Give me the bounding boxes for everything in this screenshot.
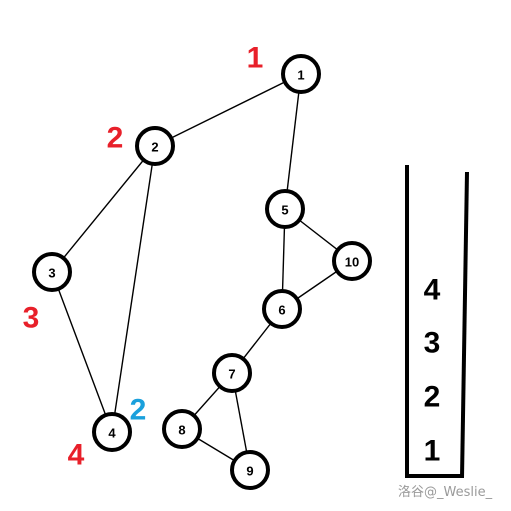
node-9: 9 xyxy=(230,450,270,490)
node-circle xyxy=(281,54,321,94)
node-label: 6 xyxy=(278,303,285,318)
node-circle xyxy=(32,252,72,292)
node-10: 10 xyxy=(332,241,372,281)
stack-item: 1 xyxy=(424,435,441,468)
annotation-label: 2 xyxy=(107,122,124,155)
node-circle xyxy=(262,289,302,329)
node-label: 10 xyxy=(345,255,359,270)
annotation-label: 1 xyxy=(247,42,264,75)
node-label: 3 xyxy=(48,266,55,281)
node-3: 3 xyxy=(32,252,72,292)
node-label: 1 xyxy=(297,68,304,83)
node-4: 4 xyxy=(92,412,132,452)
stack-diagram: 4 3 2 1 xyxy=(405,165,469,479)
node-6: 6 xyxy=(262,289,302,329)
node-2: 2 xyxy=(135,126,175,166)
graph-nodes: 1 2 3 4 5 6 7 8 9 10 xyxy=(32,54,372,490)
node-label: 4 xyxy=(108,426,116,441)
edge-3-4 xyxy=(51,271,113,433)
edge-1-5 xyxy=(284,73,302,210)
stack-right-wall xyxy=(460,171,469,479)
stack-item: 2 xyxy=(424,381,441,414)
annotation-label: 2 xyxy=(130,394,147,427)
node-8: 8 xyxy=(162,409,202,449)
node-label: 8 xyxy=(178,423,185,438)
edge-1-2 xyxy=(154,73,302,147)
annotation-label: 4 xyxy=(68,439,85,472)
node-circle xyxy=(332,241,372,281)
stack-item: 3 xyxy=(424,327,441,360)
node-5: 5 xyxy=(265,189,305,229)
stack-item: 4 xyxy=(424,274,441,307)
node-1: 1 xyxy=(281,54,321,94)
node-circle xyxy=(265,189,305,229)
node-circle xyxy=(92,412,132,452)
node-label: 7 xyxy=(228,367,235,382)
watermark: 洛谷@_Weslie_ xyxy=(398,485,493,500)
node-circle xyxy=(212,353,252,393)
node-7: 7 xyxy=(212,353,252,393)
annotation-label: 3 xyxy=(23,302,40,335)
graph-edges xyxy=(51,73,353,471)
edge-2-3 xyxy=(51,145,156,273)
stack-items: 4 3 2 1 xyxy=(424,274,441,468)
node-circle xyxy=(162,409,202,449)
node-circle xyxy=(135,126,175,166)
edge-2-4 xyxy=(111,145,156,433)
node-label: 5 xyxy=(281,203,288,218)
node-circle xyxy=(230,450,270,490)
node-label: 9 xyxy=(246,464,253,479)
node-label: 2 xyxy=(151,140,158,155)
